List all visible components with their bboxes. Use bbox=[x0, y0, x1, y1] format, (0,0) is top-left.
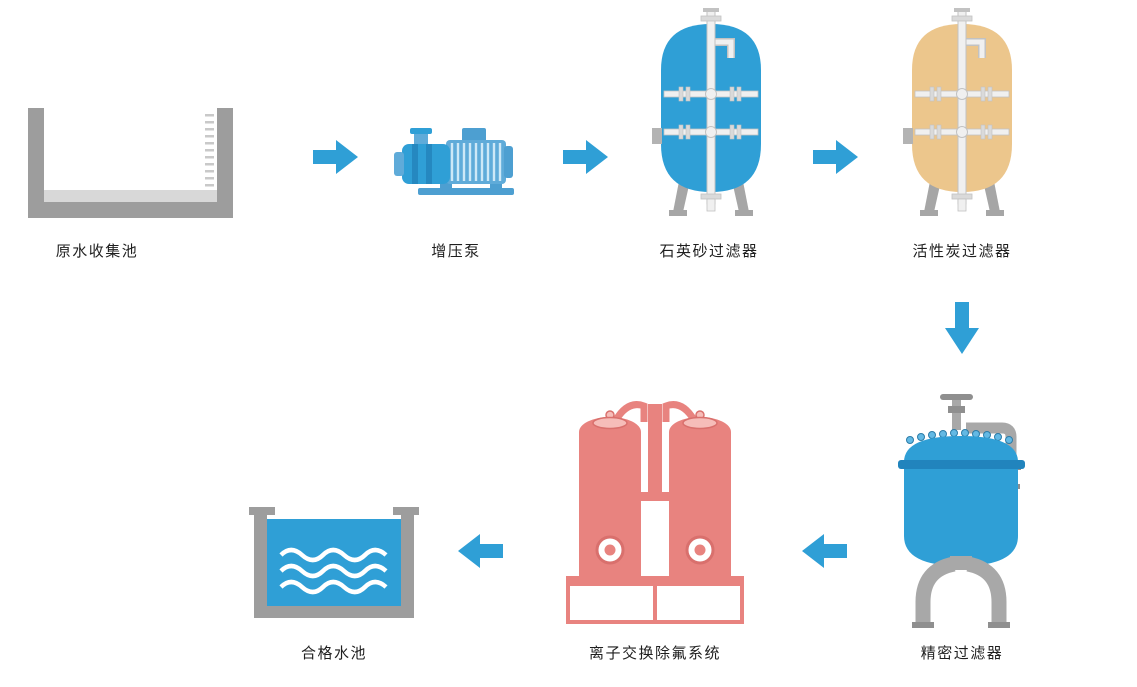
flow-arrow-right-icon bbox=[313, 140, 358, 174]
precision-filter-illustration bbox=[898, 394, 1025, 628]
raw-water-pool-illustration bbox=[28, 108, 233, 218]
flow-arrow-right-icon bbox=[563, 140, 608, 174]
flow-arrow-down-icon bbox=[945, 302, 979, 354]
node-qualified-water-pool bbox=[249, 503, 419, 628]
quartz-sand-filter-illustration bbox=[652, 8, 761, 216]
qualified-water-pool-illustration bbox=[249, 507, 419, 618]
node-booster-pump bbox=[388, 116, 528, 198]
ion-exchange-tank-right bbox=[669, 410, 731, 578]
node-label-qualified-pool: 合格水池 bbox=[300, 645, 367, 662]
level-gauge-ticks bbox=[205, 114, 214, 187]
node-label-ion-exchange: 离子交换除氟系统 bbox=[588, 645, 721, 662]
activated-carbon-filter-illustration bbox=[903, 8, 1012, 216]
flow-arrow-left-icon bbox=[458, 534, 503, 568]
motor-fins bbox=[450, 143, 502, 181]
flow-arrow-left-icon bbox=[802, 534, 847, 568]
node-label-quartz-filter: 石英砂过滤器 bbox=[659, 243, 759, 260]
valve-manifold-upper bbox=[914, 86, 1010, 102]
valve-manifold-lower bbox=[914, 124, 1010, 140]
valve-manifold-upper bbox=[663, 86, 759, 102]
node-raw-water-pool bbox=[28, 100, 233, 218]
flow-arrow-right-icon bbox=[813, 140, 858, 174]
ion-exchange-system-illustration bbox=[566, 401, 744, 624]
node-ion-exchange-system bbox=[560, 392, 750, 626]
node-label-precision-filter: 精密过滤器 bbox=[920, 645, 1004, 662]
valve-manifold-lower bbox=[663, 124, 759, 140]
node-label-carbon-filter: 活性炭过滤器 bbox=[912, 243, 1012, 260]
node-label-booster-pump: 增压泵 bbox=[431, 243, 481, 260]
booster-pump-illustration bbox=[394, 128, 514, 195]
node-quartz-sand-filter bbox=[650, 8, 772, 226]
lid-bolts bbox=[906, 429, 1013, 444]
node-precision-filter bbox=[888, 388, 1035, 635]
node-label-raw-water-pool: 原水收集池 bbox=[55, 243, 139, 260]
node-activated-carbon-filter bbox=[901, 8, 1023, 226]
water-waves bbox=[279, 547, 388, 595]
ion-exchange-tank-left bbox=[579, 410, 641, 578]
